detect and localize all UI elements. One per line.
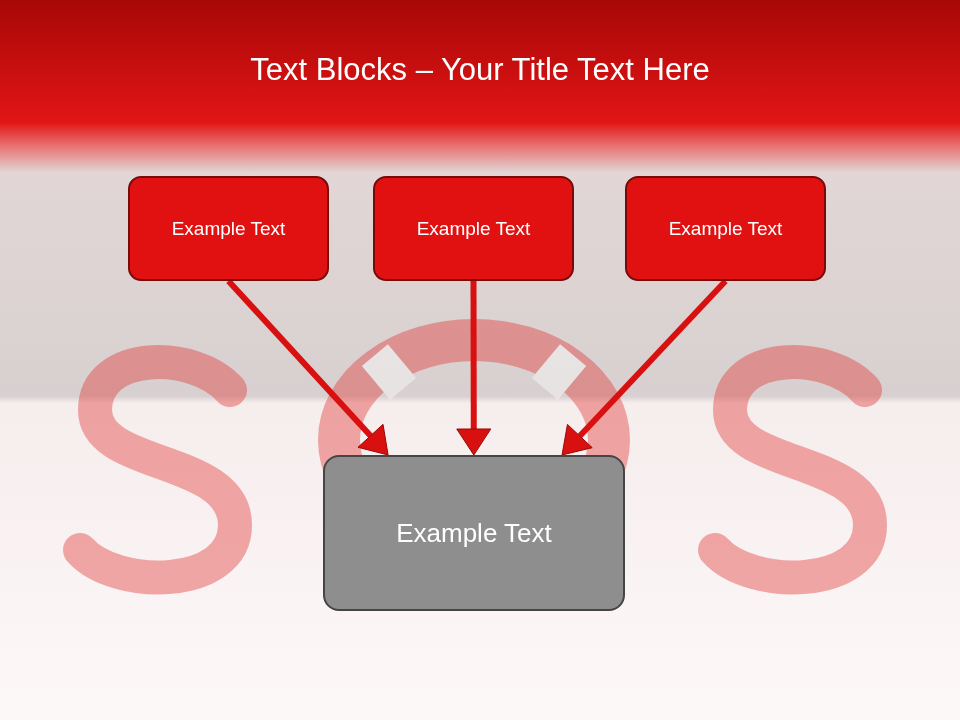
box-text: Example Text xyxy=(396,518,552,549)
arrow-connector xyxy=(229,281,389,455)
lifebuoy-band xyxy=(532,344,586,400)
arrow-connector xyxy=(562,281,725,455)
source-box: Example Text xyxy=(373,176,574,281)
letter-s-shape xyxy=(715,362,870,577)
arrow-head xyxy=(562,424,592,455)
box-text: Example Text xyxy=(669,218,783,240)
connector-line xyxy=(580,281,726,436)
slide-title: Text Blocks – Your Title Text Here xyxy=(0,52,960,88)
box-text: Example Text xyxy=(172,218,286,240)
arrow-head xyxy=(457,429,491,455)
target-box: Example Text xyxy=(323,455,625,611)
connector-line xyxy=(229,281,371,436)
letter-s-shape xyxy=(80,362,235,577)
source-box: Example Text xyxy=(128,176,329,281)
box-text: Example Text xyxy=(417,218,531,240)
source-box: Example Text xyxy=(625,176,826,281)
connector-line xyxy=(471,281,477,429)
lifebuoy-band xyxy=(362,344,416,400)
arrow-connector xyxy=(457,281,491,455)
arrow-head xyxy=(358,424,388,455)
